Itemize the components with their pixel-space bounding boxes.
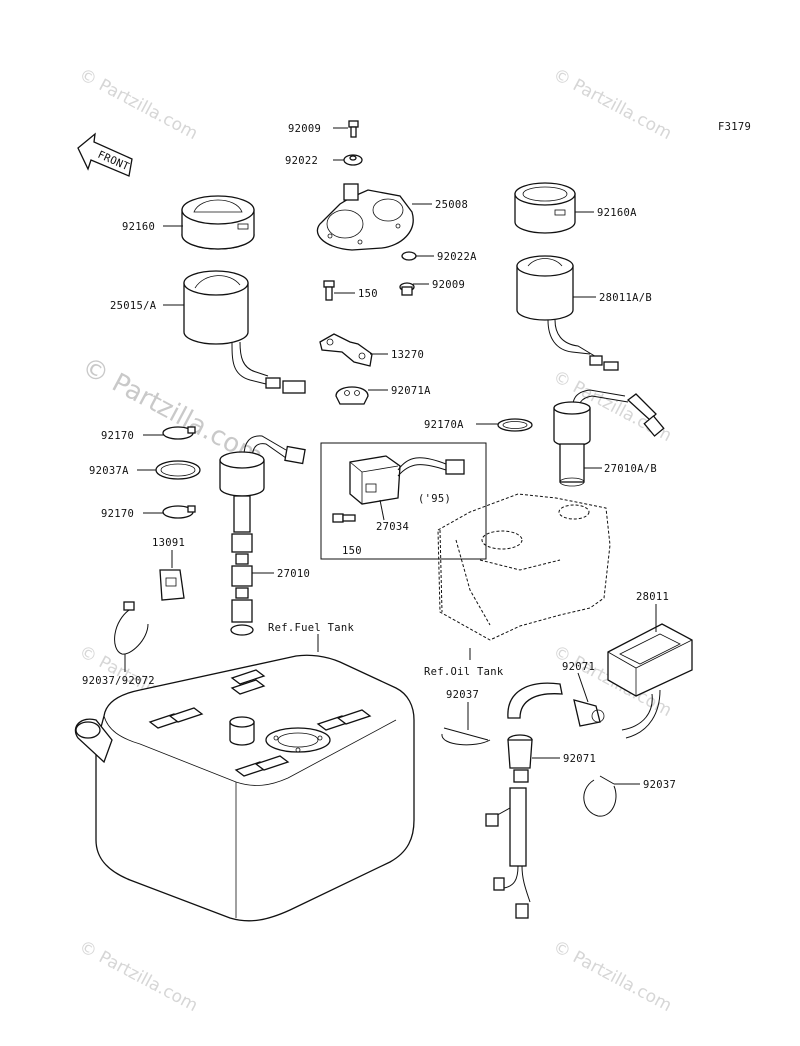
bracket-25008 [316, 183, 414, 251]
label-13270: 13270 [391, 349, 424, 361]
label-92170A: 92170A [424, 419, 464, 431]
hose-92071-a [507, 682, 605, 727]
fuel-sensor-27010 [219, 435, 306, 636]
label-92160: 92160 [122, 221, 155, 233]
label-92071A: 92071A [391, 385, 431, 397]
watermark: © Partzilla.com [550, 937, 675, 1016]
inset-box [320, 442, 487, 560]
label-92071-a: 92071 [562, 661, 595, 673]
label-92037-a: 92037 [446, 689, 479, 701]
oil-meter-28011 [607, 623, 693, 739]
label-92037A: 92037A [89, 465, 129, 477]
hose-92071-b [507, 734, 533, 783]
label-ref-oil-tank: Ref.Oil Tank [424, 666, 504, 678]
label-28011AB: 28011A/B [599, 292, 652, 304]
meter-cover-92160 [181, 195, 255, 250]
label-92170-a: 92170 [101, 430, 134, 442]
speedometer-25015A [183, 270, 306, 394]
label-92071-b: 92071 [563, 753, 596, 765]
leader-lines [124, 127, 657, 785]
figure-code: F3179 [718, 121, 751, 133]
label-92170-b: 92170 [101, 508, 134, 520]
clamp-92170-a [162, 426, 196, 440]
label-27010AB: 27010A/B [604, 463, 657, 475]
label-92037-b: 92037 [643, 779, 676, 791]
oil-meter-28011AB [516, 255, 619, 371]
label-ref-fuel-tank: Ref.Fuel Tank [268, 622, 354, 634]
band-92037-b [583, 775, 617, 817]
label-28011: 28011 [636, 591, 669, 603]
relay-27034 [349, 455, 465, 505]
label-92037-92072: 92037/92072 [82, 675, 155, 687]
label-inset-year: ('95) [418, 493, 451, 505]
label-92009-mid: 92009 [432, 279, 465, 291]
label-92022A: 92022A [437, 251, 477, 263]
grommet-92022 [343, 154, 363, 166]
bracket-13270 [319, 333, 373, 367]
bolt-150-inset [332, 513, 356, 523]
label-13091: 13091 [152, 537, 185, 549]
oil-sensor-27010AB [553, 389, 665, 487]
oil-tank-reference [437, 493, 611, 641]
sender-mount [229, 716, 255, 746]
front-arrow-icon: FRONT [77, 132, 133, 177]
bolt-92009-mid [399, 282, 415, 296]
watermark: © Partzilla.com [76, 937, 201, 1016]
clamp-92170A [497, 418, 533, 432]
fuel-cap-opening [265, 727, 331, 753]
fuel-tank-reference [74, 654, 415, 922]
label-150-top: 150 [358, 288, 378, 300]
watermark: © Partzilla.com [76, 65, 201, 144]
label-92160A: 92160A [597, 207, 637, 219]
meter-cover-92160A [514, 182, 576, 234]
band-92037-a [441, 727, 491, 746]
label-27034: 27034 [376, 521, 409, 533]
label-150-inset: 150 [342, 545, 362, 557]
clamp-92170-b [162, 505, 196, 519]
clamp-92037A [155, 460, 201, 480]
band-92037-92072 [114, 601, 149, 655]
cap-92071A [335, 386, 369, 405]
bolt-92009-top [348, 120, 359, 138]
label-25015A: 25015/A [110, 300, 157, 312]
bolt-150-top [323, 280, 335, 301]
label-92022: 92022 [285, 155, 318, 167]
label-27010: 27010 [277, 568, 310, 580]
oil-sensor-lower [485, 787, 531, 919]
grommet-92022A [401, 251, 417, 261]
label-25008: 25008 [435, 199, 468, 211]
grommet-13091 [159, 569, 185, 601]
part-labels: 92009 92022 25008 92160 92160A 92022A 15… [82, 123, 676, 791]
label-92009-top: 92009 [288, 123, 321, 135]
watermark: © Partzilla.com [550, 65, 675, 144]
